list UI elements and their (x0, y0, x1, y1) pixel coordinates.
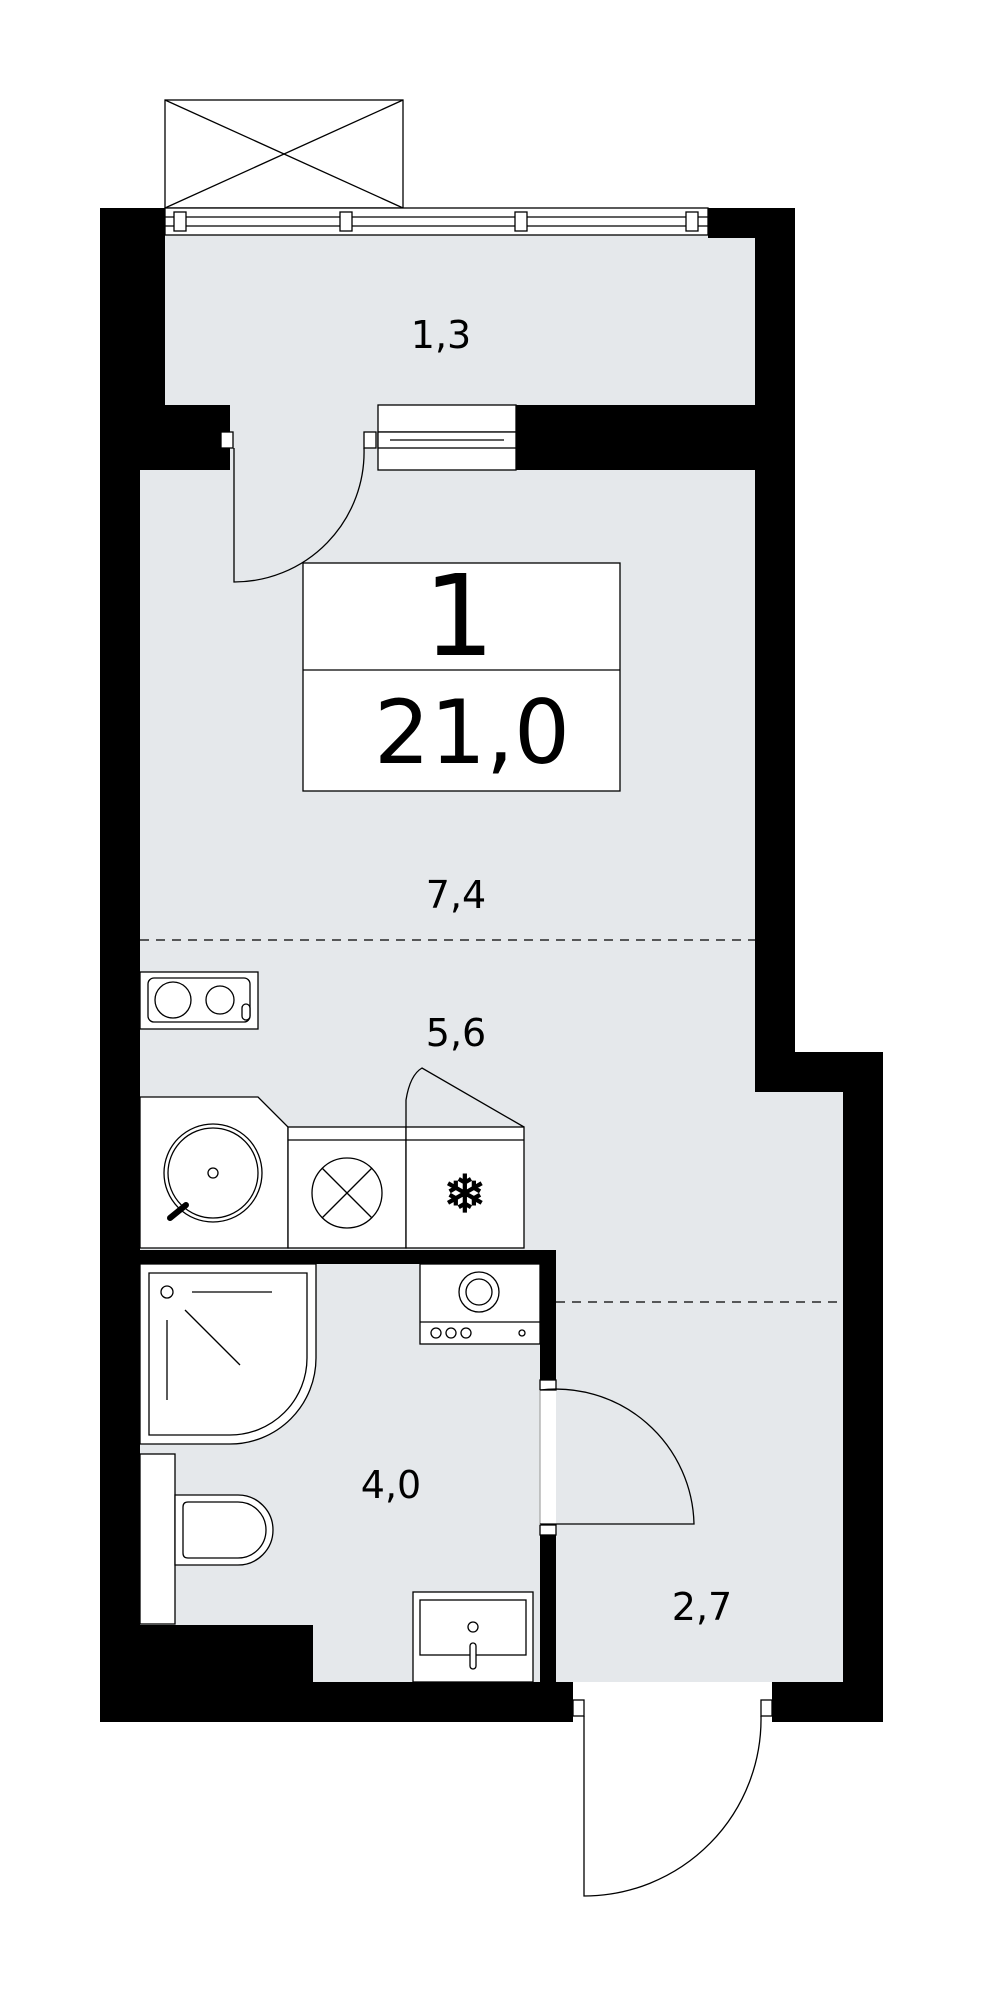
living-area-label: 7,4 (426, 873, 486, 917)
balcony-mullion-4 (685, 211, 699, 232)
doors (539, 1379, 773, 1897)
wall-balcony-right (506, 405, 755, 470)
balcony-door-swing (233, 447, 365, 583)
burner-right-icon (205, 985, 235, 1015)
kitchen-fixtures: ❄ (139, 971, 525, 1249)
bath-door-jamb-bottom (539, 1524, 557, 1536)
ac-cross-2 (164, 99, 404, 209)
balcony-door-jamb-left (220, 431, 234, 449)
balcony-mullion-3 (514, 211, 528, 232)
wall-balcony-left (140, 405, 230, 470)
wall-top-right-corner (708, 208, 795, 238)
wall-bottom-left (100, 1682, 573, 1722)
washer-drum-inner (465, 1278, 493, 1306)
wall-bottom-right (772, 1682, 883, 1722)
toilet-cistern (139, 1453, 176, 1625)
toilet-bowl (174, 1494, 274, 1566)
washer-button-3 (460, 1327, 472, 1339)
washbasin-drain-icon (467, 1621, 479, 1633)
total-area: 21,0 (374, 681, 570, 784)
fridge (405, 1126, 525, 1249)
wall-bath-top (140, 1250, 556, 1264)
wall-top-left-corner (100, 208, 165, 408)
cooktop-knob (241, 1003, 251, 1021)
fridge-door-swing (405, 1067, 525, 1128)
shower-tray (139, 1263, 317, 1445)
bath-door-jamb-top (539, 1379, 557, 1391)
snowflake-icon: ❄ (443, 1165, 487, 1225)
balcony (164, 99, 709, 236)
wall-bath-right-lower (540, 1535, 556, 1685)
bath-door-swing (539, 1388, 695, 1525)
balcony-mullion-2 (339, 211, 353, 232)
entry-door-jamb-right (760, 1699, 773, 1717)
wall-bath-right-upper (540, 1250, 556, 1380)
washer-button-2 (445, 1327, 457, 1339)
bathroom-fixtures (139, 1263, 541, 1683)
shower-drain-icon (160, 1285, 174, 1299)
info-box-frame (302, 562, 621, 792)
burner-left-icon (154, 981, 192, 1019)
room-count: 1 (423, 552, 494, 682)
balcony-window-frame (164, 207, 709, 236)
shower-tray-inner (148, 1272, 308, 1436)
sink-faucet (167, 1202, 189, 1221)
oven-cross-2 (321, 1167, 373, 1219)
wall-right-lower (843, 1052, 883, 1722)
area-labels: 1,3 7,4 5,6 4,0 2,7 (361, 313, 732, 1629)
entry-door-jamb-left (572, 1699, 585, 1717)
balcony-door-jamb-right (363, 431, 377, 449)
balcony-mullion-1 (173, 211, 187, 232)
balcony-area-label: 1,3 (411, 313, 471, 357)
balcony-floor (165, 235, 757, 407)
apartment-info-box: 1 21,0 (302, 552, 621, 792)
wall-bath-corner (140, 1625, 313, 1685)
sink-drain-icon (207, 1167, 219, 1179)
washer-button-1 (430, 1327, 442, 1339)
washbasin-faucet (469, 1642, 477, 1670)
shower-line-3 (184, 1309, 241, 1366)
entry-door-swing (583, 1715, 762, 1897)
washer-button-4 (518, 1329, 526, 1337)
hallway-area-label: 2,7 (672, 1585, 732, 1629)
wall-right-upper (755, 208, 795, 1092)
wall-left (100, 208, 140, 1722)
walls (100, 208, 883, 1722)
balcony-opening (220, 404, 517, 583)
toilet-seat (182, 1501, 267, 1559)
bathroom-area-label: 4,0 (361, 1463, 421, 1507)
kitchen-area-label: 5,6 (426, 1011, 486, 1055)
zone-dividers (140, 939, 843, 1303)
